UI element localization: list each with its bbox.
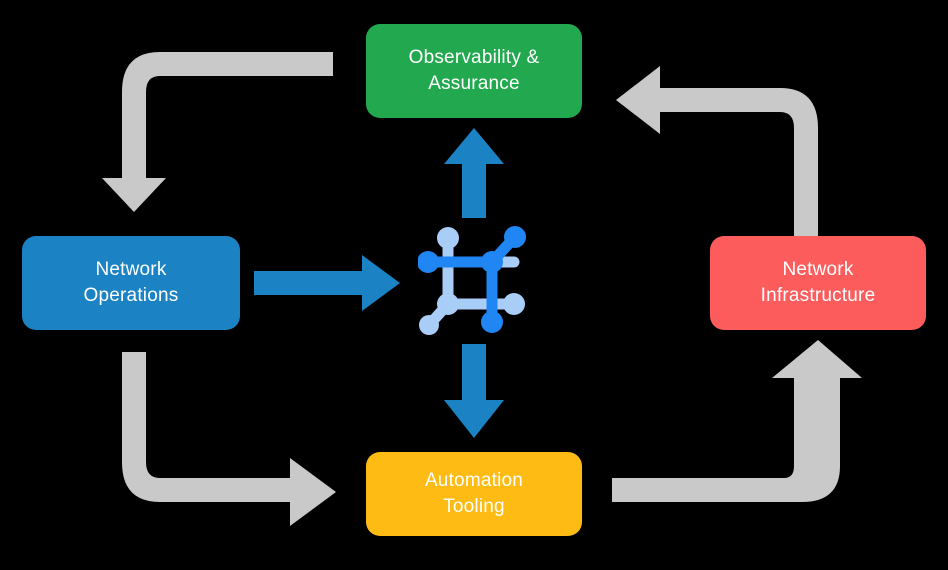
grey-arrow-observability-to-operations <box>102 52 333 212</box>
topology-node-bottom-left <box>419 315 439 335</box>
topology-node-center <box>481 251 503 273</box>
topology-node-top-left <box>437 227 459 249</box>
node-box-network-operations[interactable]: Network Operations <box>22 236 240 330</box>
topology-node-top-right <box>504 226 526 248</box>
blue-arrow-center-to-observability <box>444 128 504 218</box>
network-topology-icon <box>418 226 526 335</box>
topology-nodes-dark <box>418 226 526 333</box>
node-box-network-infrastructure[interactable]: Network Infrastructure <box>710 236 926 330</box>
topology-nodes-light <box>419 227 525 335</box>
grey-arrow-infrastructure-to-observability <box>616 66 818 238</box>
topology-node-bottom <box>481 311 503 333</box>
topology-node-mid-right <box>503 293 525 315</box>
blue-arrow-operations-to-center <box>254 255 400 311</box>
grey-arrow-automation-to-infrastructure <box>612 340 862 502</box>
blue-arrow-center-to-automation <box>444 344 504 438</box>
topology-node-mid-left <box>437 293 459 315</box>
topology-node-left <box>418 251 439 273</box>
node-box-automation-tooling[interactable]: Automation Tooling <box>366 452 582 536</box>
node-box-observability[interactable]: Observability & Assurance <box>366 24 582 118</box>
grey-arrow-operations-to-automation <box>122 352 336 526</box>
